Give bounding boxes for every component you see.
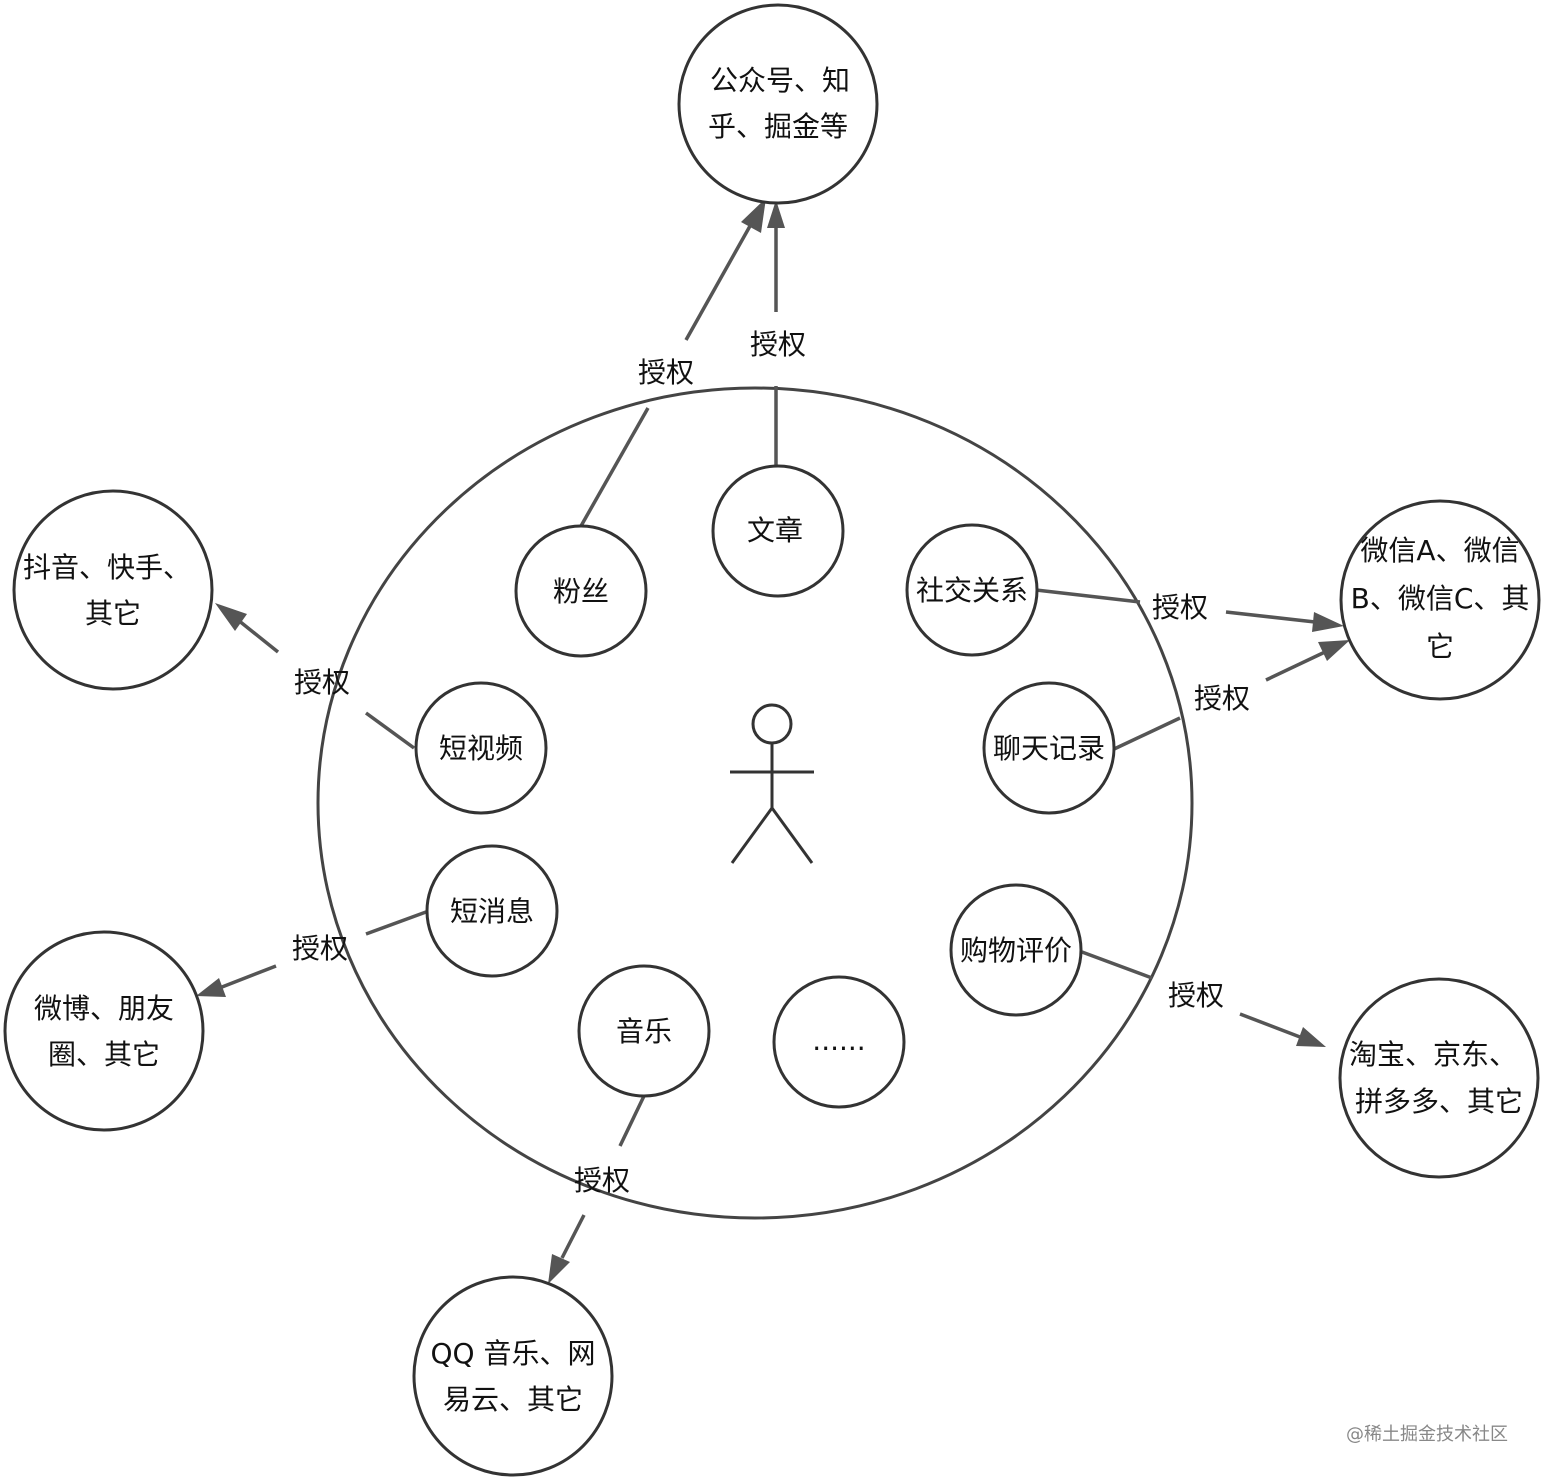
node-chat-label: 聊天记录 [993,732,1105,765]
edge-label-article: 授权 [750,328,806,361]
node-qq-platforms: QQ 音乐、网 易云、其它 [412,1275,614,1477]
edge-label-music: 授权 [574,1164,630,1197]
user-icon [730,703,814,864]
edge-label-shopping: 授权 [1168,979,1224,1012]
node-fans-label: 粉丝 [553,575,609,608]
node-sms-label: 短消息 [450,895,534,928]
node-video-line-1: 抖音、快手、 [23,551,191,584]
node-fans: 粉丝 [514,524,648,658]
node-shopping: 购物评价 [949,883,1083,1017]
user-data-boundary [316,386,1194,1220]
node-social-label: 社交关系 [916,574,1028,607]
node-media-line-1: 公众号、知 [710,64,850,97]
node-video-line-2: 其它 [85,597,141,630]
node-weibo-line-1: 微博、朋友 [34,992,174,1025]
edge-label-social: 授权 [1152,591,1208,624]
node-weibo-line-2: 圈、其它 [48,1038,160,1071]
edge-label-chat: 授权 [1194,682,1250,715]
edge-social-wechat [1035,588,1344,632]
node-music: 音乐 [577,964,711,1098]
edge-shopping-shop [1081,950,1326,1047]
edge-fans-media [579,198,766,527]
node-more: ...... [772,975,906,1109]
node-wechat-line-2: B、微信C、其 [1351,582,1530,615]
node-weibo-platforms: 微博、朋友 圈、其它 [3,930,205,1132]
node-qq-line-2: 易云、其它 [443,1383,583,1416]
node-qq-line-1: QQ 音乐、网 [431,1337,596,1370]
edge-shortvideo-video [215,603,416,750]
node-short-video: 短视频 [414,681,548,815]
node-more-label: ...... [812,1024,865,1057]
edge-music-qq [548,1095,646,1284]
edge-sms-weibo [196,910,427,997]
edge-label-shortvideo: 授权 [294,666,350,699]
watermark: @稀土掘金技术社区 [1346,1424,1508,1445]
node-chat: 聊天记录 [982,681,1116,815]
node-media-line-2: 乎、掘金等 [708,110,848,143]
node-social: 社交关系 [905,523,1039,657]
node-article-label: 文章 [747,514,803,547]
node-shop-platforms: 淘宝、京东、 拼多多、其它 [1338,977,1540,1179]
edge-chat-wechat [1111,640,1350,752]
edge-label-fans: 授权 [638,356,694,389]
node-music-label: 音乐 [616,1015,672,1048]
node-article: 文章 [711,464,845,598]
node-shopping-label: 购物评价 [960,934,1072,967]
node-shop-line-1: 淘宝、京东、 [1349,1038,1517,1071]
node-wechat-line-1: 微信A、微信 [1360,534,1519,567]
node-video-platforms: 抖音、快手、 其它 [12,489,214,691]
node-media-platforms: 公众号、知 乎、掘金等 [677,3,879,205]
edge-label-sms: 授权 [292,932,348,965]
node-short-video-label: 短视频 [439,732,523,765]
node-sms: 短消息 [425,844,559,978]
node-wechat-platforms: 微信A、微信 B、微信C、其 它 [1339,499,1541,701]
node-wechat-line-3: 它 [1426,630,1454,663]
node-shop-line-2: 拼多多、其它 [1355,1085,1523,1118]
edge-article-media [767,200,785,468]
